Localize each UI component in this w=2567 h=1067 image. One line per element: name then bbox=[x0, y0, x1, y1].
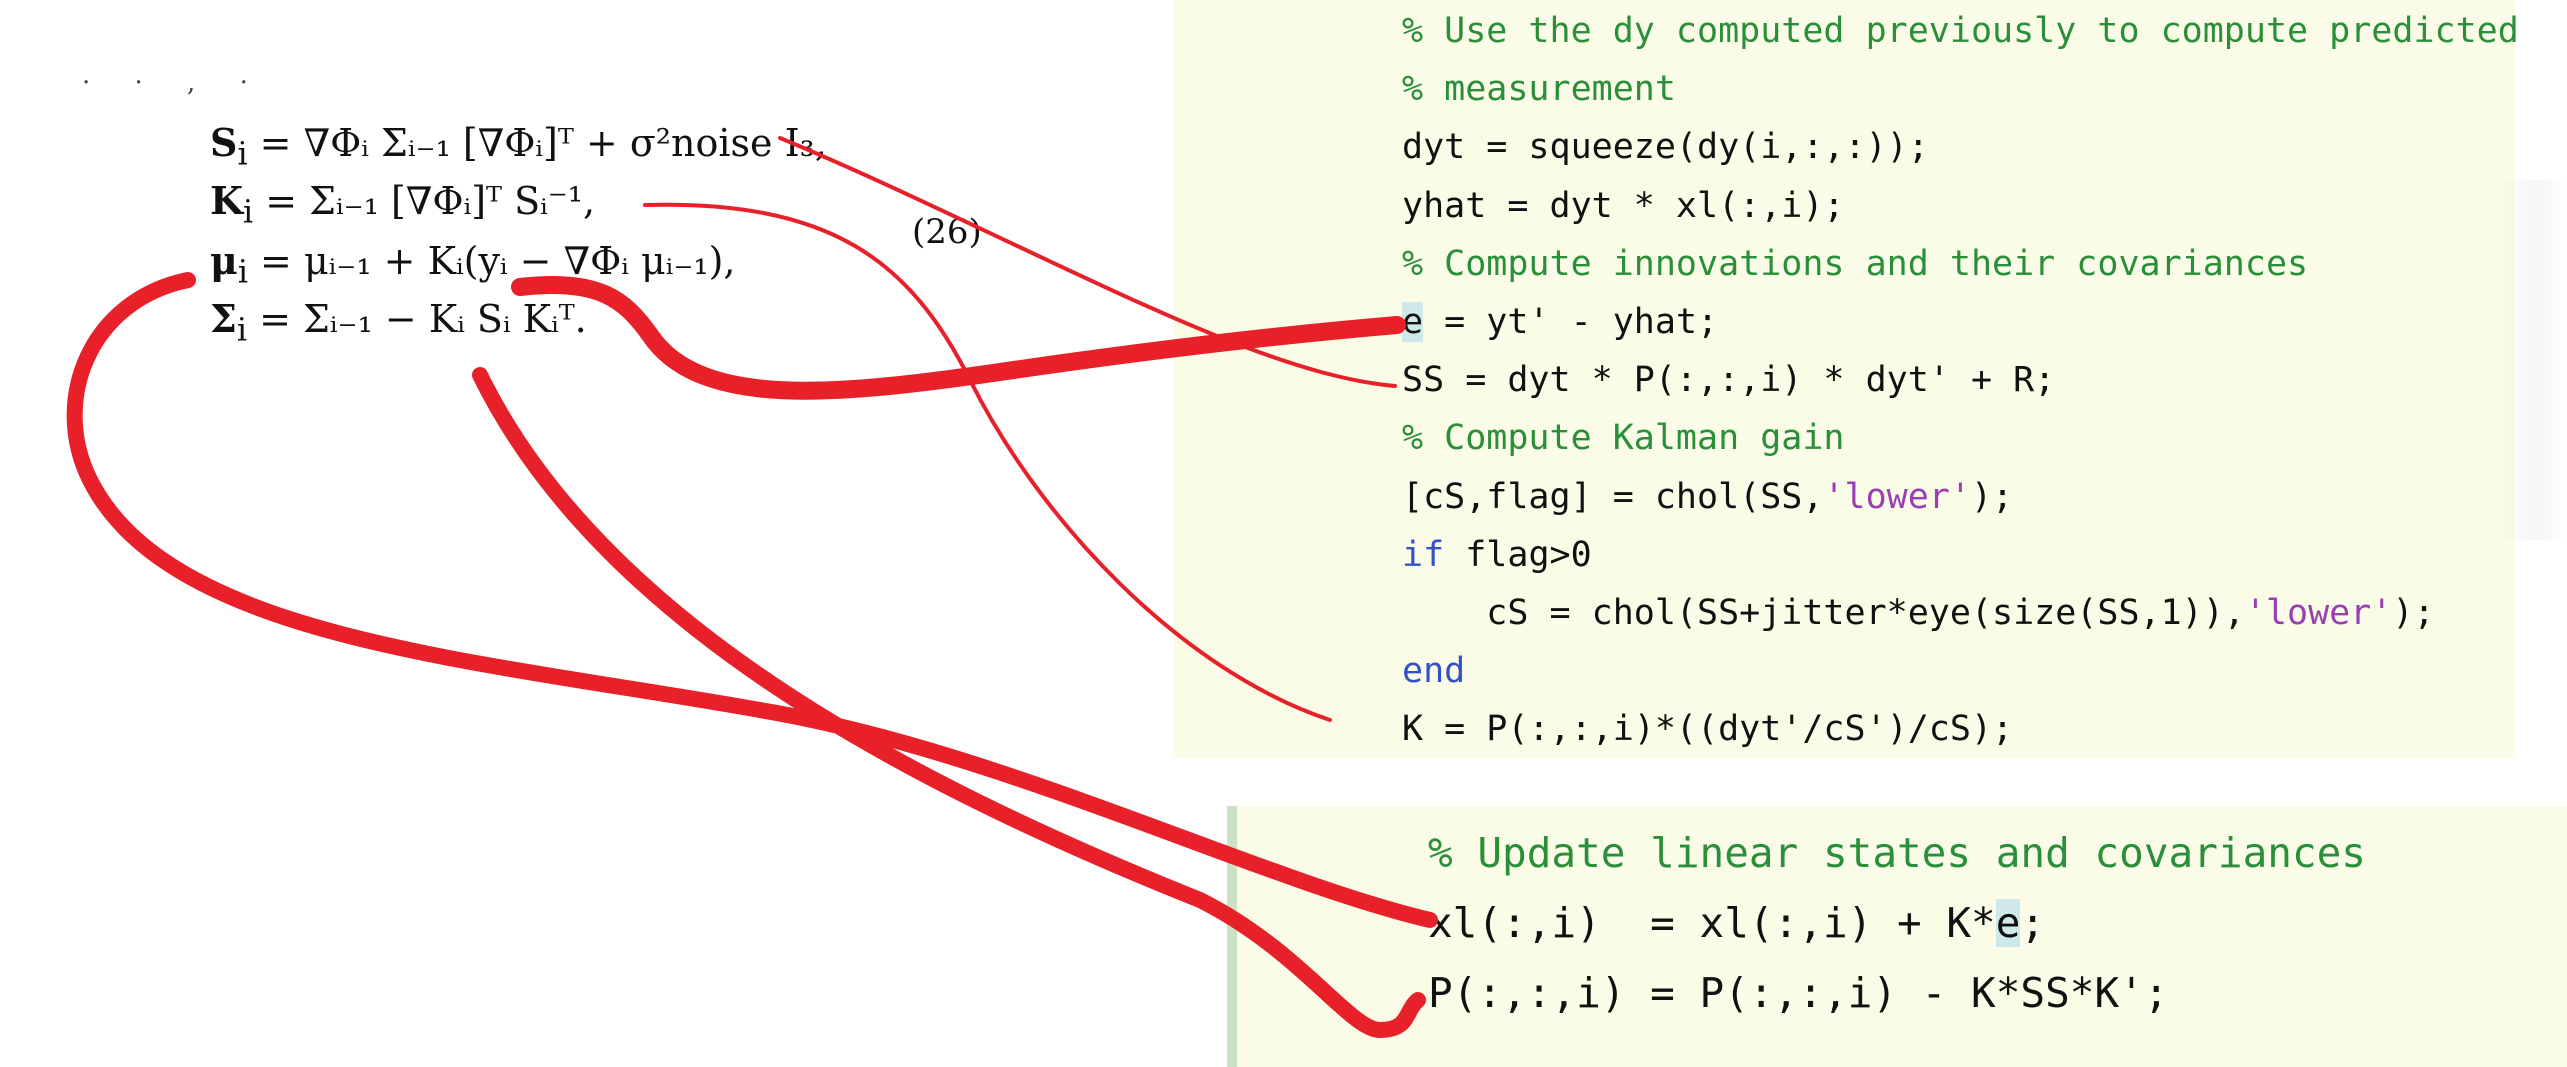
code-line: = yt' - yhat; bbox=[1423, 302, 1719, 343]
eq-sigma-lhs: Σ bbox=[210, 296, 237, 341]
eq-k-rhs: = Σᵢ₋₁ [∇Φᵢ]ᵀ Sᵢ⁻¹, bbox=[265, 179, 596, 223]
code-line: xl(:,i) = xl(:,i) + K* bbox=[1428, 899, 1996, 947]
equation-sigma: Σi = Σᵢ₋₁ − Kᵢ Sᵢ Kᵢᵀ. bbox=[210, 296, 587, 349]
code-string: 'lower' bbox=[2244, 593, 2393, 634]
code-comment: % Compute Kalman gain bbox=[1402, 418, 1845, 459]
code-line: dyt = squeeze(dy(i,:,:)); bbox=[1402, 127, 1929, 168]
code-line: P(:,:,i) = P(:,:,i) - K*SS*K'; bbox=[1428, 969, 2169, 1017]
code-comment: % measurement bbox=[1402, 69, 1676, 110]
equation-block: · · , · Si = ∇Φᵢ Σᵢ₋₁ [∇Φᵢ]ᵀ + σ²noise I… bbox=[0, 0, 1170, 420]
code-comment: % Compute innovations and their covarian… bbox=[1402, 243, 2309, 284]
eq-k-lhs: K bbox=[210, 178, 244, 223]
code-lines-top: % Use the dy computed previously to comp… bbox=[1402, 2, 2519, 759]
eq-mu-rhs: = μᵢ₋₁ + Kᵢ(yᵢ − ∇Φᵢ μᵢ₋₁), bbox=[260, 239, 736, 283]
code-keyword: end bbox=[1402, 651, 1466, 692]
highlighted-variable-e: e bbox=[1995, 899, 2021, 947]
code-line: cS = chol(SS+jitter*eye(size(SS,1)), bbox=[1402, 593, 2245, 634]
code-line: yhat = dyt * xl(:,i); bbox=[1402, 185, 1845, 226]
code-line: K = P(:,:,i)*((dyt'/cS')/cS); bbox=[1402, 709, 2014, 750]
code-panel-bottom: % Update linear states and covariances x… bbox=[1227, 806, 2567, 1067]
page-edge-shadow bbox=[2496, 180, 2567, 540]
eq-sigma-rhs: = Σᵢ₋₁ − Kᵢ Sᵢ Kᵢᵀ. bbox=[259, 297, 587, 341]
eq-s-sub: i bbox=[237, 136, 248, 173]
eq-mu-lhs: μ bbox=[210, 238, 238, 283]
code-lines-bottom: % Update linear states and covariances x… bbox=[1428, 818, 2366, 1028]
code-line: ); bbox=[1970, 476, 2014, 517]
code-panel-top: % Use the dy computed previously to comp… bbox=[1173, 0, 2519, 758]
equation-k: Ki = Σᵢ₋₁ [∇Φᵢ]ᵀ Sᵢ⁻¹, bbox=[210, 178, 595, 231]
code-keyword: if bbox=[1402, 534, 1445, 575]
code-line: ; bbox=[2020, 899, 2046, 947]
equation-mu: μi = μᵢ₋₁ + Kᵢ(yᵢ − ∇Φᵢ μᵢ₋₁), bbox=[210, 238, 736, 291]
code-line: flag>0 bbox=[1444, 534, 1592, 575]
code-line: ); bbox=[2392, 593, 2435, 634]
eq-mu-sub: i bbox=[237, 254, 248, 291]
code-line: SS = dyt * P(:,:,i) * dyt' + R; bbox=[1402, 360, 2056, 401]
highlighted-variable-e: e bbox=[1402, 302, 1424, 343]
code-comment: % Update linear states and covariances bbox=[1428, 829, 2366, 877]
code-string: 'lower' bbox=[1823, 476, 1971, 517]
equation-number: (26) bbox=[912, 212, 982, 252]
code-comment: % Use the dy computed previously to comp… bbox=[1402, 11, 2519, 51]
eq-sigma-sub: i bbox=[236, 312, 247, 349]
cropped-text-remnant: · · , · bbox=[82, 68, 266, 98]
eq-s-lhs: S bbox=[210, 120, 238, 165]
equation-s: Si = ∇Φᵢ Σᵢ₋₁ [∇Φᵢ]ᵀ + σ²noise I₃, bbox=[210, 120, 827, 173]
eq-k-sub: i bbox=[243, 194, 254, 231]
eq-s-rhs: = ∇Φᵢ Σᵢ₋₁ [∇Φᵢ]ᵀ + σ²noise I₃, bbox=[259, 121, 827, 165]
code-line: [cS,flag] = chol(SS, bbox=[1402, 476, 1824, 517]
